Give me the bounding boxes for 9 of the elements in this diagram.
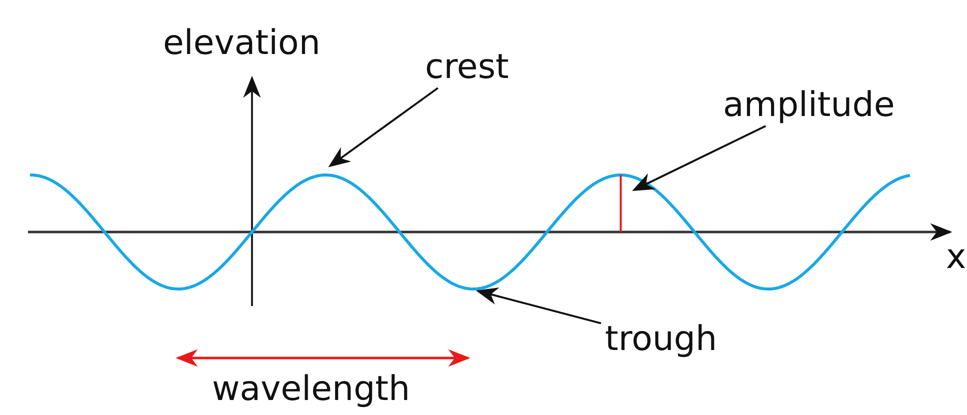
axis-label: x bbox=[946, 240, 966, 274]
callout-label: trough bbox=[605, 322, 718, 356]
axis-label: elevation bbox=[163, 26, 320, 60]
dimension-label: wavelength bbox=[212, 372, 410, 406]
callout-label: amplitude bbox=[723, 88, 895, 122]
leader-arrow bbox=[476, 288, 602, 324]
leader-arrow bbox=[632, 125, 766, 191]
callout-label: crest bbox=[425, 50, 509, 84]
leader-arrow bbox=[328, 87, 438, 168]
